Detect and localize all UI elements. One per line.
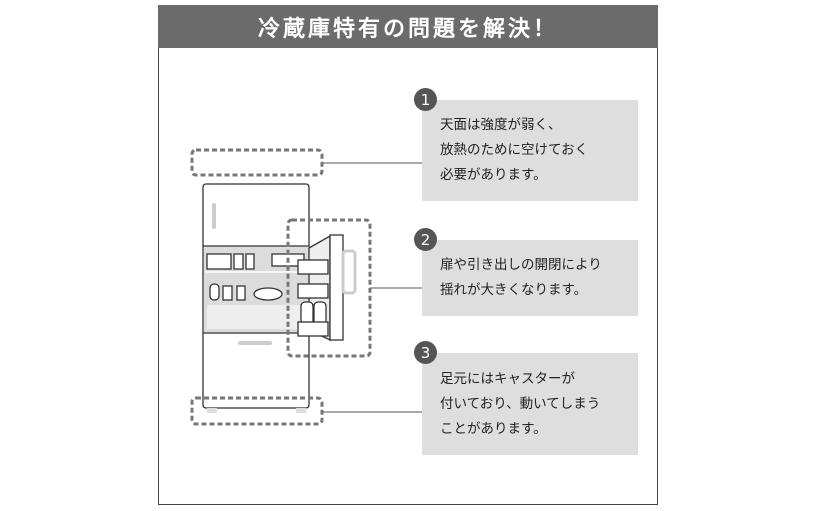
bottom-area-outline bbox=[190, 396, 324, 426]
callout-text: 付いており、動いてしまう bbox=[440, 395, 601, 412]
top-area-outline bbox=[190, 148, 324, 177]
callout-text: 放熱のために空けておく bbox=[440, 142, 589, 158]
callout-text: 天面は強度が弱く、 bbox=[440, 117, 562, 133]
callout-text: 必要があります。 bbox=[440, 167, 547, 183]
callout-2: 扉や引き出しの開閉により 揺れが大きくなります。 bbox=[422, 240, 638, 316]
door-area-outline bbox=[286, 218, 372, 358]
callout-3: 足元にはキャスターが 付いており、動いてしまう ことがあります。 bbox=[422, 353, 638, 455]
highlight-areas bbox=[190, 148, 372, 426]
number-badge-1: 1 bbox=[414, 88, 437, 111]
connector-lines bbox=[322, 162, 422, 413]
callout-text: 扉や引き出しの開閉により bbox=[440, 257, 602, 273]
number-badge-2: 2 bbox=[414, 228, 437, 251]
title-banner: 冷蔵庫特有の問題を解決！ bbox=[158, 5, 658, 48]
callout-text: 揺れが大きくなります。 bbox=[440, 282, 588, 298]
fridge-icon bbox=[202, 183, 357, 413]
callout-1: 天面は強度が弱く、 放熱のために空けておく 必要があります。 bbox=[422, 100, 638, 201]
callout-text: ことがあります。 bbox=[440, 420, 547, 437]
callout-text: 足元にはキャスターが bbox=[440, 370, 575, 387]
number-badge-3: 3 bbox=[414, 341, 437, 364]
